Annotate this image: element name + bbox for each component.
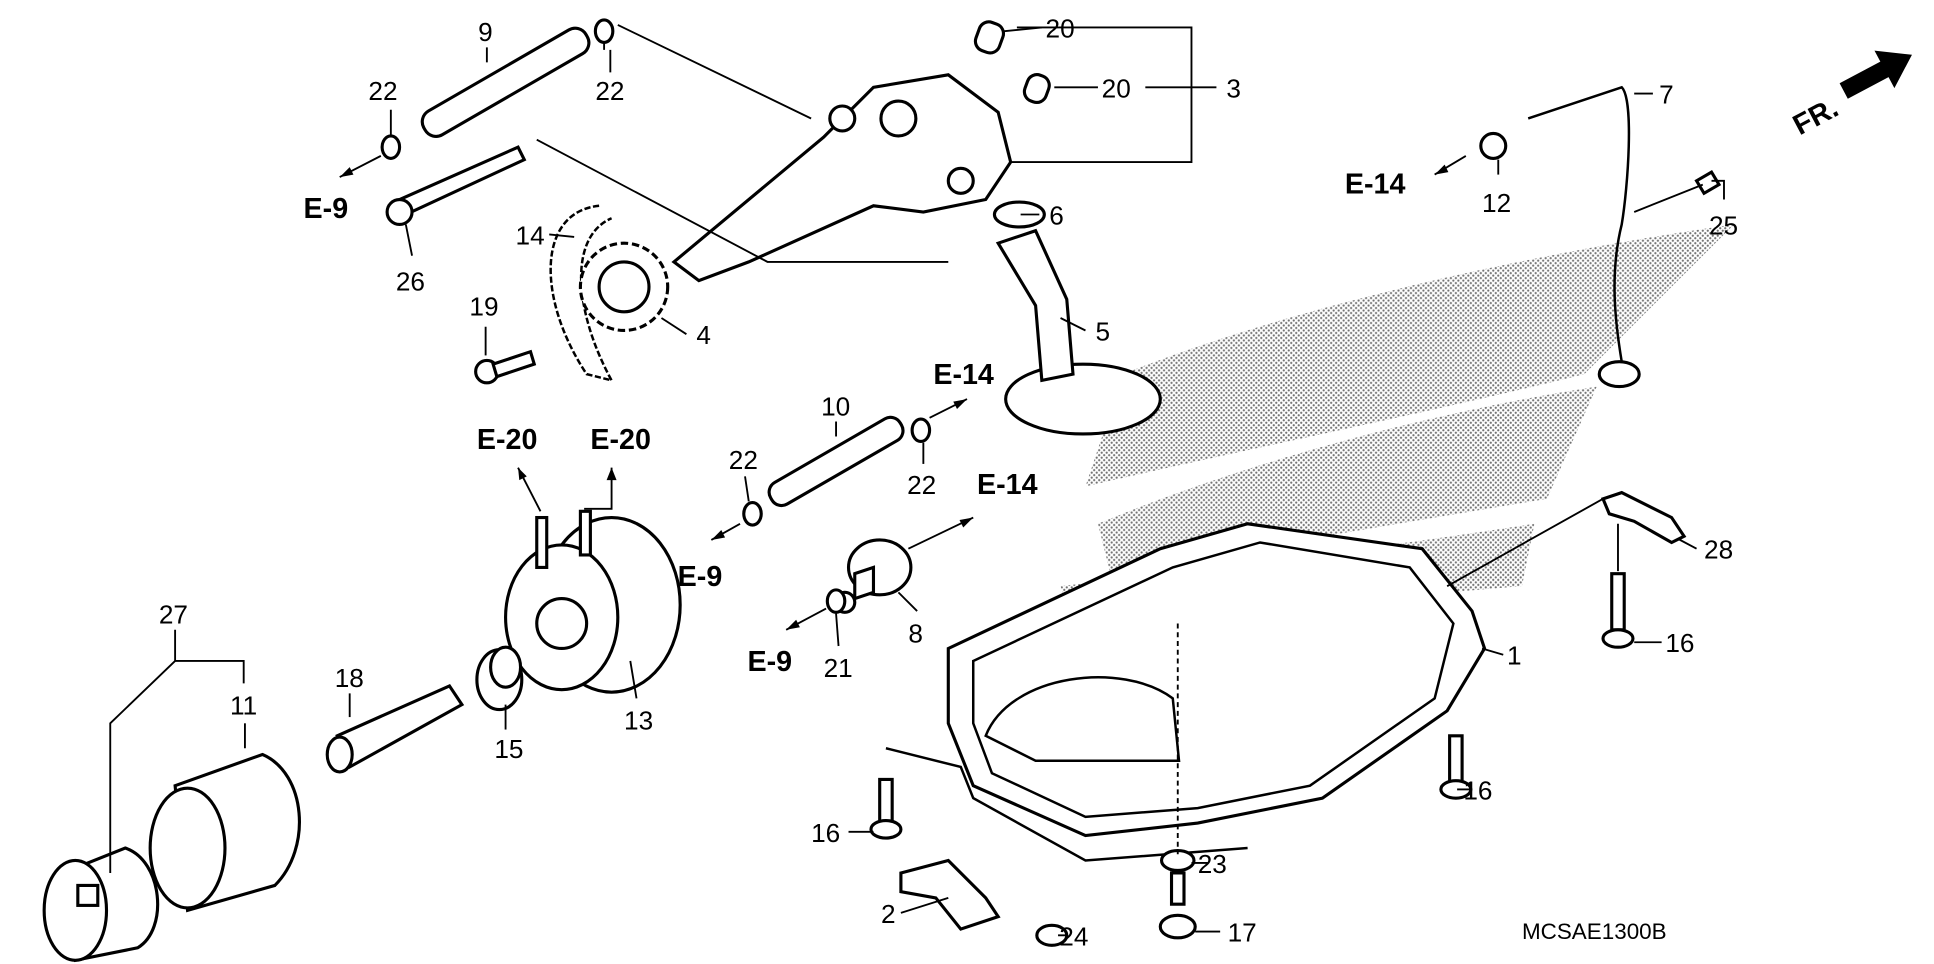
callout: 28 xyxy=(1704,535,1733,565)
callout: 25 xyxy=(1709,210,1738,240)
callout: 27 xyxy=(159,600,188,630)
reference-link[interactable]: E-9 xyxy=(748,646,793,678)
pipe-9 xyxy=(420,26,591,138)
callout: 23 xyxy=(1198,849,1227,879)
callout: 16 xyxy=(811,818,840,848)
callout: 22 xyxy=(729,445,758,475)
callout: 14 xyxy=(516,220,545,250)
callout: 24 xyxy=(1059,921,1088,951)
callout: 10 xyxy=(821,391,850,421)
reference-link[interactable]: E-9 xyxy=(304,193,349,225)
oil-strainer xyxy=(992,200,1162,436)
callout: 16 xyxy=(1665,628,1694,658)
reference-link[interactable]: E-14 xyxy=(933,359,994,391)
callout: 2 xyxy=(881,899,896,929)
callout: 9 xyxy=(478,17,493,47)
reference-link[interactable]: E-14 xyxy=(1345,168,1406,200)
callout: 22 xyxy=(595,76,624,106)
diagram-code: MCSAE1300B xyxy=(1522,919,1667,944)
callout: 5 xyxy=(1095,316,1110,346)
leader-lines xyxy=(109,24,1725,937)
reference-link[interactable]: E-9 xyxy=(678,561,723,593)
callout: 3 xyxy=(1226,73,1241,103)
callout: 11 xyxy=(230,691,257,721)
reference-link[interactable]: E-20 xyxy=(590,424,651,456)
callout: 7 xyxy=(1659,80,1674,110)
callout: 15 xyxy=(494,734,523,764)
oil-cooler xyxy=(475,509,682,712)
callout: 4 xyxy=(696,320,711,350)
oil-filter xyxy=(148,752,301,913)
reference-link[interactable]: E-14 xyxy=(977,469,1038,501)
callout: 16 xyxy=(1463,775,1492,805)
callout: 18 xyxy=(335,663,364,693)
oil-pan xyxy=(885,522,1487,862)
callouts: 9 22 22 20 20 3 7 12 25 26 14 6 19 4 5 1… xyxy=(159,13,1738,951)
callout: 13 xyxy=(624,706,653,736)
pipe-10 xyxy=(767,415,905,508)
references: E-14 E-9 E-14 E-20 E-20 E-14 E-9 E-9 xyxy=(304,168,1406,678)
callout: 8 xyxy=(908,618,923,648)
reference-arrows xyxy=(339,155,1467,631)
bolt-26 xyxy=(397,145,527,217)
callout: 20 xyxy=(1102,73,1131,103)
front-direction-arrow: FR. xyxy=(1788,50,1912,142)
callout: 17 xyxy=(1228,918,1257,948)
callout: 26 xyxy=(396,267,425,297)
front-label: FR. xyxy=(1788,92,1844,142)
oil-pump xyxy=(671,20,1051,283)
dipstick xyxy=(1527,85,1631,362)
callout: 19 xyxy=(469,292,498,322)
reference-link[interactable]: E-20 xyxy=(477,424,538,456)
filter-wrench xyxy=(42,846,160,963)
chain-sprocket xyxy=(549,204,670,383)
callout: 20 xyxy=(1046,13,1075,43)
callout: 22 xyxy=(907,470,936,500)
callout: 22 xyxy=(368,76,397,106)
callout: 21 xyxy=(824,653,853,683)
callout: 12 xyxy=(1482,188,1511,218)
callout: 6 xyxy=(1049,200,1064,230)
callout: 1 xyxy=(1507,641,1522,671)
